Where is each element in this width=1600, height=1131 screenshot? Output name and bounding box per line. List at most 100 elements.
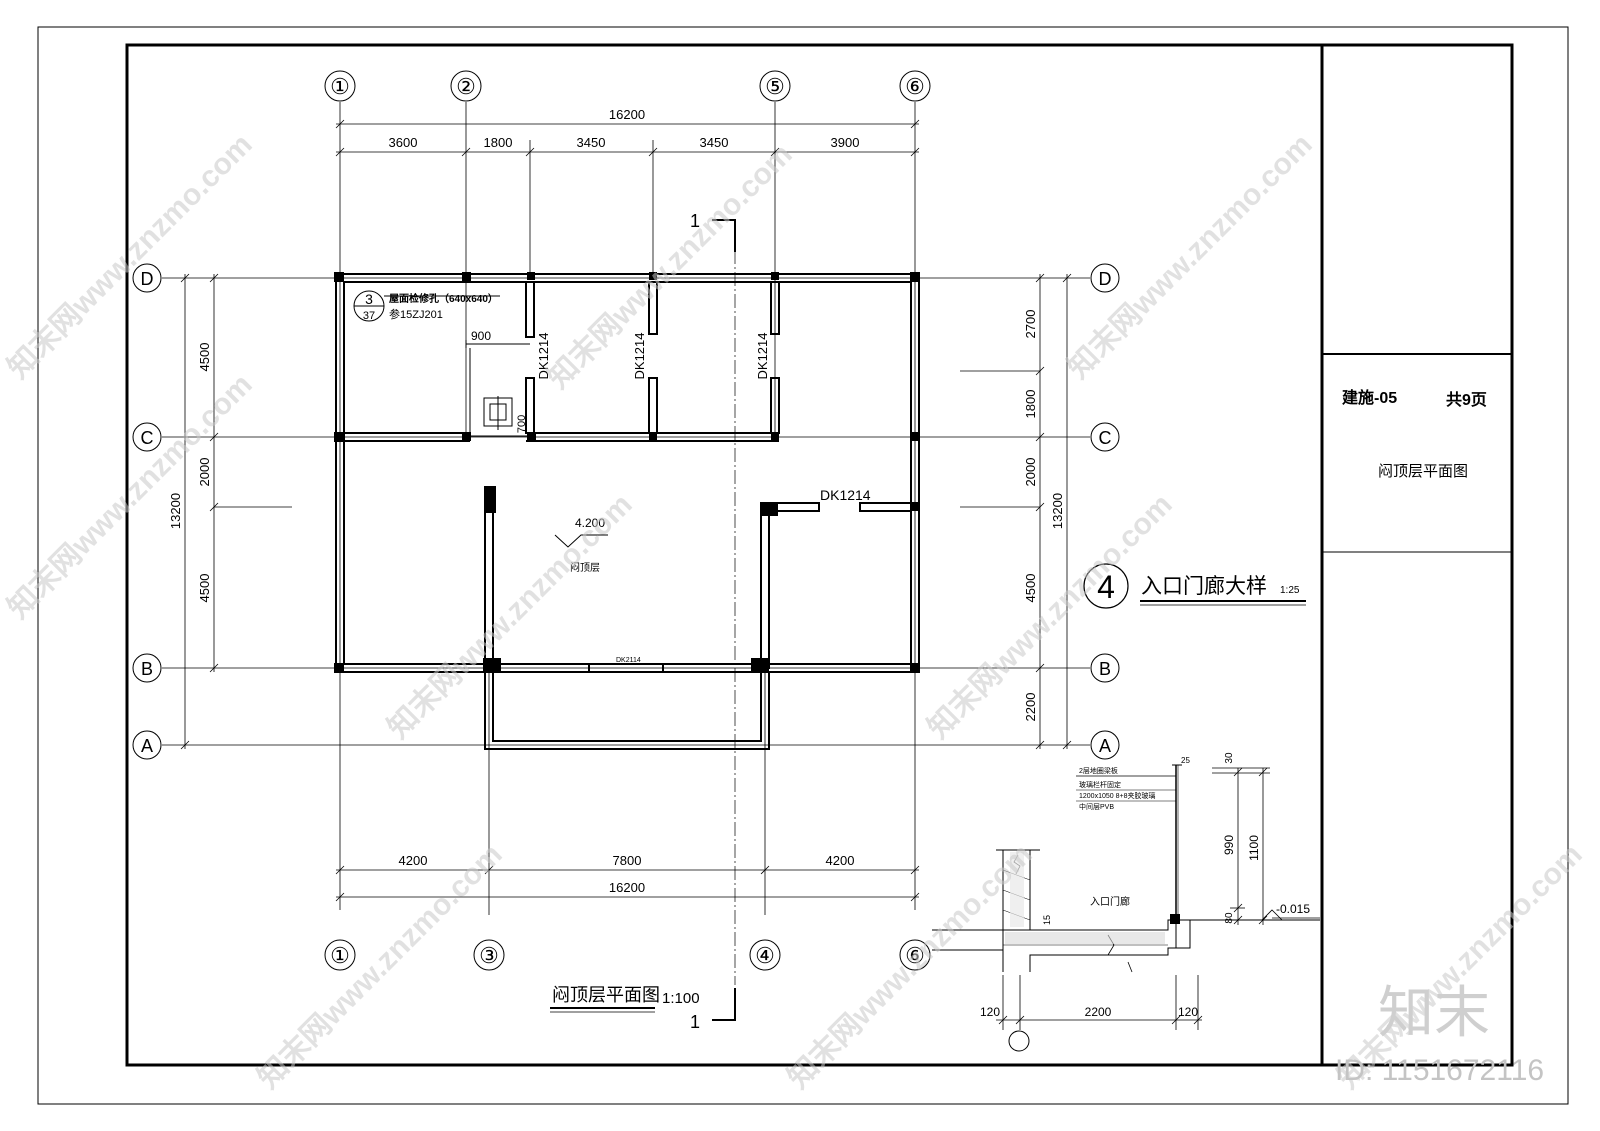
dim-right-3: 2000	[1023, 458, 1038, 487]
dim-left-3: 4500	[197, 574, 212, 603]
detail-axis-bubble	[1008, 1030, 1030, 1052]
dimension-lines-top	[335, 119, 920, 157]
hatch-index-page: 37	[363, 310, 375, 322]
axis-label-bottom-4: ④	[755, 943, 775, 968]
hatch-dim-900: 900	[471, 329, 491, 343]
section-mark-top	[712, 219, 736, 252]
axis-label-right-A: A	[1099, 736, 1111, 756]
detail-dim-120-right: 120	[1178, 1005, 1198, 1019]
detail-dim-1100: 1100	[1247, 835, 1261, 861]
opening-label-5: DK2114	[616, 657, 641, 664]
roof-hatch-symbol	[462, 340, 532, 437]
drawing-frame	[125, 43, 1514, 1067]
axis-bubbles-top	[324, 70, 931, 102]
level-symbol	[554, 534, 608, 548]
detail-wall-hatch	[1010, 852, 1024, 927]
detail-scale: 1:25	[1280, 585, 1300, 596]
plan-walls	[335, 273, 920, 750]
section-mark-label-top: 1	[690, 211, 700, 231]
page-count: 共9页	[1446, 391, 1487, 409]
axis-label-left-C: C	[141, 428, 154, 448]
detail-dim-120-left: 120	[980, 1005, 1000, 1019]
detail-note-1: 2层地圈梁板	[1079, 766, 1118, 775]
opening-label-3: DK1214	[755, 333, 770, 380]
detail-slab	[932, 919, 1320, 973]
plan-columns	[334, 272, 920, 673]
dimension-lines-left	[180, 273, 292, 750]
dim-left-2: 2000	[197, 458, 212, 487]
opening-label-1: DK1214	[536, 333, 551, 380]
dim-bottom-1: 4200	[399, 853, 428, 868]
level-value: 4.200	[575, 516, 605, 530]
dim-right-1: 2700	[1023, 310, 1038, 339]
dim-top-3: 3450	[577, 135, 606, 150]
watermark-layer: 知末网www.znzmo.com 知末网www.znzmo.com 知末网www…	[2, 128, 1589, 1095]
detail-dim-2200: 2200	[1085, 1005, 1112, 1019]
dim-top-1: 3600	[389, 135, 418, 150]
detail-dim-25: 25	[1181, 756, 1190, 765]
detail-note-2: 玻璃栏杆固定	[1079, 780, 1121, 789]
axis-label-bottom-1: ①	[330, 943, 350, 968]
detail-note-4: 中间层PVB	[1079, 802, 1114, 811]
axis-label-top-2: ②	[456, 74, 476, 99]
detail-slab-fill	[1005, 932, 1165, 944]
watermark-text-1: 知末网www.znzmo.com	[2, 128, 259, 385]
detail-note-3: 1200x1050 8+8夹胶玻璃	[1079, 791, 1155, 800]
dim-bottom-2: 7800	[613, 853, 642, 868]
dim-top-2: 1800	[484, 135, 513, 150]
watermark-text-5: 知末网www.znzmo.com	[252, 838, 509, 1095]
section-mark-label-bottom: 1	[690, 1012, 700, 1032]
dim-top-4: 3450	[700, 135, 729, 150]
room-label: 闷顶层	[570, 561, 600, 574]
watermark-id: ID: 1151672116	[1335, 1054, 1544, 1087]
axis-bubbles-rows	[132, 263, 1120, 760]
plan-gridlines	[162, 102, 1090, 915]
detail-index-circle	[1083, 563, 1129, 609]
detail-elevation: -0.015	[1276, 902, 1310, 916]
dim-right-4: 4500	[1023, 574, 1038, 603]
axis-bubbles-bottom	[324, 939, 931, 971]
dim-top-total: 16200	[609, 107, 645, 122]
watermark-text-6: 知末网www.znzmo.com	[782, 838, 1039, 1095]
dim-right-2: 1800	[1023, 390, 1038, 419]
detail-glass-railing	[1172, 764, 1182, 920]
detail-elevation-symbol	[1261, 909, 1283, 921]
dim-bottom-3: 4200	[826, 853, 855, 868]
dim-left-total: 13200	[168, 493, 183, 529]
drawing-name: 闷顶层平面图	[1378, 463, 1468, 480]
axis-label-top-6: ⑥	[905, 74, 925, 99]
axis-label-bottom-6: ⑥	[905, 943, 925, 968]
section-mark-bottom	[712, 988, 736, 1021]
dim-bottom-total: 16200	[609, 880, 645, 895]
hatch-note-line-2: 参15ZJ201	[389, 307, 443, 321]
detail-dim-15: 15	[1042, 915, 1052, 925]
dim-right-5: 2200	[1023, 693, 1038, 722]
axis-label-left-B: B	[141, 659, 153, 679]
opening-label-4: DK1214	[820, 487, 871, 503]
axis-label-left-D: D	[141, 269, 154, 289]
detail-dims-horizontal	[996, 975, 1203, 1030]
hatch-index-number: 3	[365, 291, 373, 307]
hatch-index-symbol	[353, 290, 500, 322]
dimension-lines-right	[960, 273, 1072, 750]
plan-scale: 1:100	[662, 990, 700, 1007]
axis-label-left-A: A	[141, 736, 153, 756]
dimension-lines-bottom	[335, 865, 920, 902]
axis-label-bottom-3: ③	[479, 943, 499, 968]
axis-label-right-D: D	[1099, 269, 1112, 289]
axis-label-top-5: ⑤	[765, 74, 785, 99]
detail-dim-80: 80	[1224, 912, 1235, 924]
watermark-text-8: 知末网www.znzmo.com	[1062, 128, 1319, 385]
detail-dim-30: 30	[1224, 752, 1235, 764]
outer-sheet-border	[37, 26, 1569, 1105]
axis-label-right-B: B	[1099, 659, 1111, 679]
dim-right-total: 13200	[1050, 493, 1065, 529]
dim-left-1: 4500	[197, 343, 212, 372]
detail-dims-vertical	[1212, 767, 1270, 925]
detail-dim-990: 990	[1222, 835, 1236, 855]
detail-index-number: 4	[1097, 569, 1115, 605]
plan-title: 闷顶层平面图	[552, 985, 660, 1005]
detail-title: 入口门廊大样	[1141, 575, 1267, 598]
hatch-note-line-1: 屋面检修孔（640x640）	[389, 292, 498, 305]
